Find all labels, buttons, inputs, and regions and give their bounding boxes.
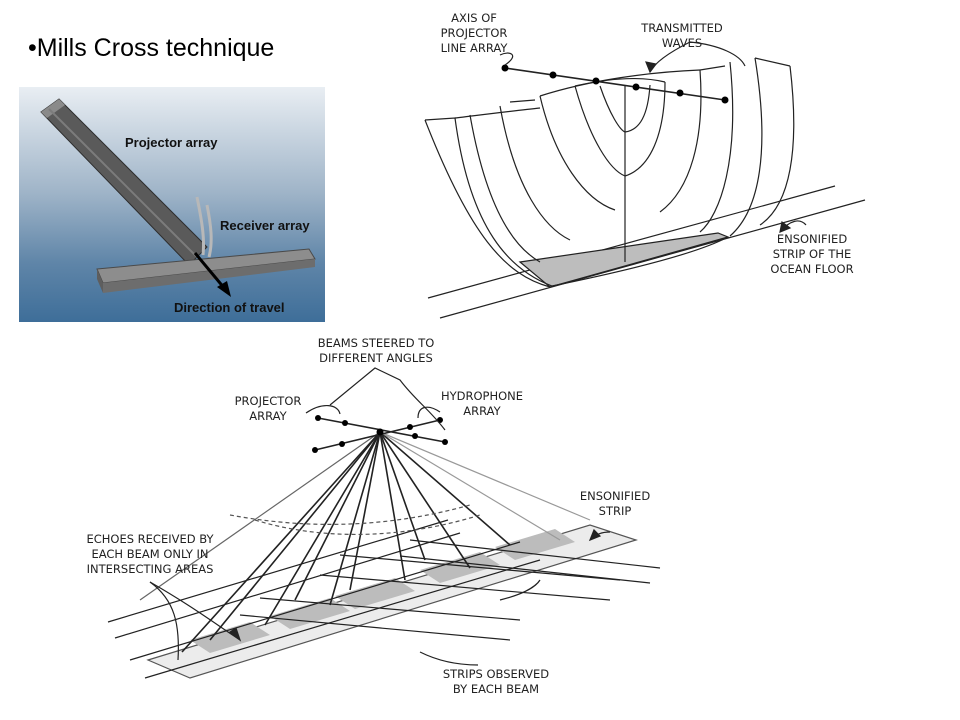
beams-label-line1: BEAMS STEERED TO [318, 336, 435, 350]
projector-label-line2: ARRAY [249, 409, 287, 423]
diagram-steered-beams [107, 367, 661, 679]
strips-observed-label-line2: BY EACH BEAM [453, 682, 539, 696]
projector-label-line1: PROJECTOR [235, 394, 302, 408]
beams-label-line2: DIFFERENT ANGLES [319, 351, 433, 365]
ensonified-strip-label-line2: STRIP [599, 504, 632, 518]
echoes-label-line2: EACH BEAM ONLY IN [91, 547, 208, 561]
waves-label-line1: TRANSMITTED [640, 21, 723, 35]
strip-label-line1: ENSONIFIED [777, 232, 847, 246]
hydrophone-label-line2: ARRAY [463, 404, 501, 418]
diagram-transmitted-waves [424, 41, 866, 319]
strips-observed-label-line1: STRIPS OBSERVED [443, 667, 549, 681]
ensonified-strip-label-line1: ENSONIFIED [580, 489, 650, 503]
echoes-label-line3: INTERSECTING AREAS [87, 562, 214, 576]
diagram2-labels: BEAMS STEERED TO DIFFERENT ANGLES PROJEC… [86, 336, 650, 696]
strip-label-line3: OCEAN FLOOR [770, 262, 853, 276]
direction-of-travel-label: Direction of travel [174, 300, 285, 315]
projector-array-label: Projector array [125, 135, 218, 150]
axis-label-line1: AXIS OF [451, 11, 497, 25]
strip-label-line2: STRIP OF THE [773, 247, 852, 261]
slide-title: •Mills Cross technique [28, 34, 275, 62]
mills-cross-photo [19, 87, 325, 322]
receiver-array-label: Receiver array [220, 218, 310, 233]
axis-label-line2: PROJECTOR [441, 26, 508, 40]
waves-label-line2: WAVES [662, 36, 702, 50]
echoes-label-line1: ECHOES RECEIVED BY [86, 532, 214, 546]
axis-label-line3: LINE ARRAY [441, 41, 509, 55]
diagram1-labels: AXIS OF PROJECTOR LINE ARRAY TRANSMITTED… [441, 11, 854, 276]
hydrophone-label-line1: HYDROPHONE [441, 389, 523, 403]
